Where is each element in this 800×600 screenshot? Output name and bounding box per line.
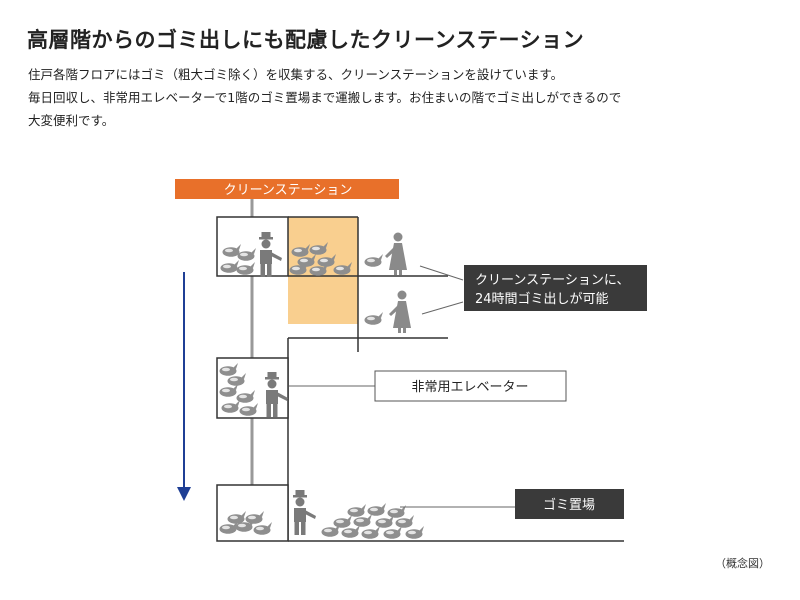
callout-station-box	[464, 265, 647, 311]
description-line-3: 大変便利です。	[28, 113, 115, 128]
transport-arrow-head	[177, 487, 191, 501]
description: 住戸各階フロアにはゴミ（粗大ゴミ除く）を収集する、クリーンステーションを設けてい…	[28, 63, 621, 132]
resident-figure-lower	[389, 290, 411, 333]
garbage-bag-lower	[364, 312, 383, 325]
description-line-1: 住戸各階フロアにはゴミ（粗大ゴミ除く）を収集する、クリーンステーションを設けてい…	[28, 67, 564, 82]
callout-station-leader-a	[419, 265, 464, 281]
footnote: （概念図）	[715, 557, 770, 570]
callout-station-leader-b	[421, 301, 464, 315]
callout-station-line2: 24時間ゴミ出しが可能	[475, 291, 609, 307]
station-banner-label: クリーンステーション	[224, 183, 353, 198]
worker-figure-ground	[293, 490, 316, 535]
resident-figure-upper	[385, 232, 407, 275]
callout-station-line1: クリーンステーションに、	[475, 273, 629, 288]
callout-storage-box	[515, 489, 624, 519]
page-title: 高層階からのゴミ出しにも配慮したクリーンステーション	[27, 28, 585, 52]
description-line-2: 毎日回収し、非常用エレベーターで1階のゴミ置場まで運搬します。お住まいの階でゴミ…	[28, 90, 622, 105]
callout-storage-label: ゴミ置場	[543, 497, 595, 513]
callout-elevator-label: 非常用エレベーター	[411, 380, 528, 395]
callout-elevator-box	[374, 370, 567, 402]
station-banner-bg	[175, 179, 399, 199]
